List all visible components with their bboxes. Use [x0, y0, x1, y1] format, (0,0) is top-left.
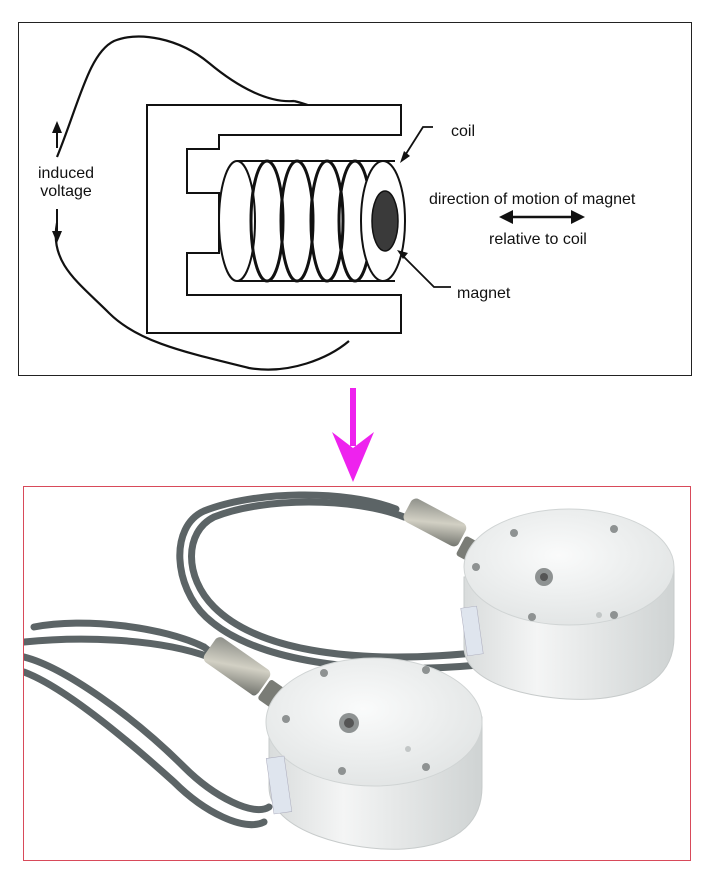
label-relative-to-coil: relative to coil: [489, 231, 587, 248]
label-direction-of-motion: direction of motion of magnet: [429, 191, 636, 208]
cable-front: [24, 619, 273, 829]
label-induced-voltage: induced voltage: [37, 165, 95, 200]
magnet-core: [371, 190, 399, 252]
label-coil: coil: [451, 123, 476, 140]
coil-magnet-diagram: [52, 35, 585, 371]
sensor-back: [460, 508, 675, 700]
geophone-photo: [23, 486, 691, 861]
down-arrow-icon: [332, 388, 374, 482]
coil-leader: [403, 126, 433, 158]
sensor-front: [265, 657, 483, 850]
diagram-panel: induced voltage coil direction of motion…: [18, 22, 692, 376]
magnet-leader: [401, 254, 451, 288]
label-magnet: magnet: [457, 285, 511, 302]
e-core: [146, 104, 402, 334]
